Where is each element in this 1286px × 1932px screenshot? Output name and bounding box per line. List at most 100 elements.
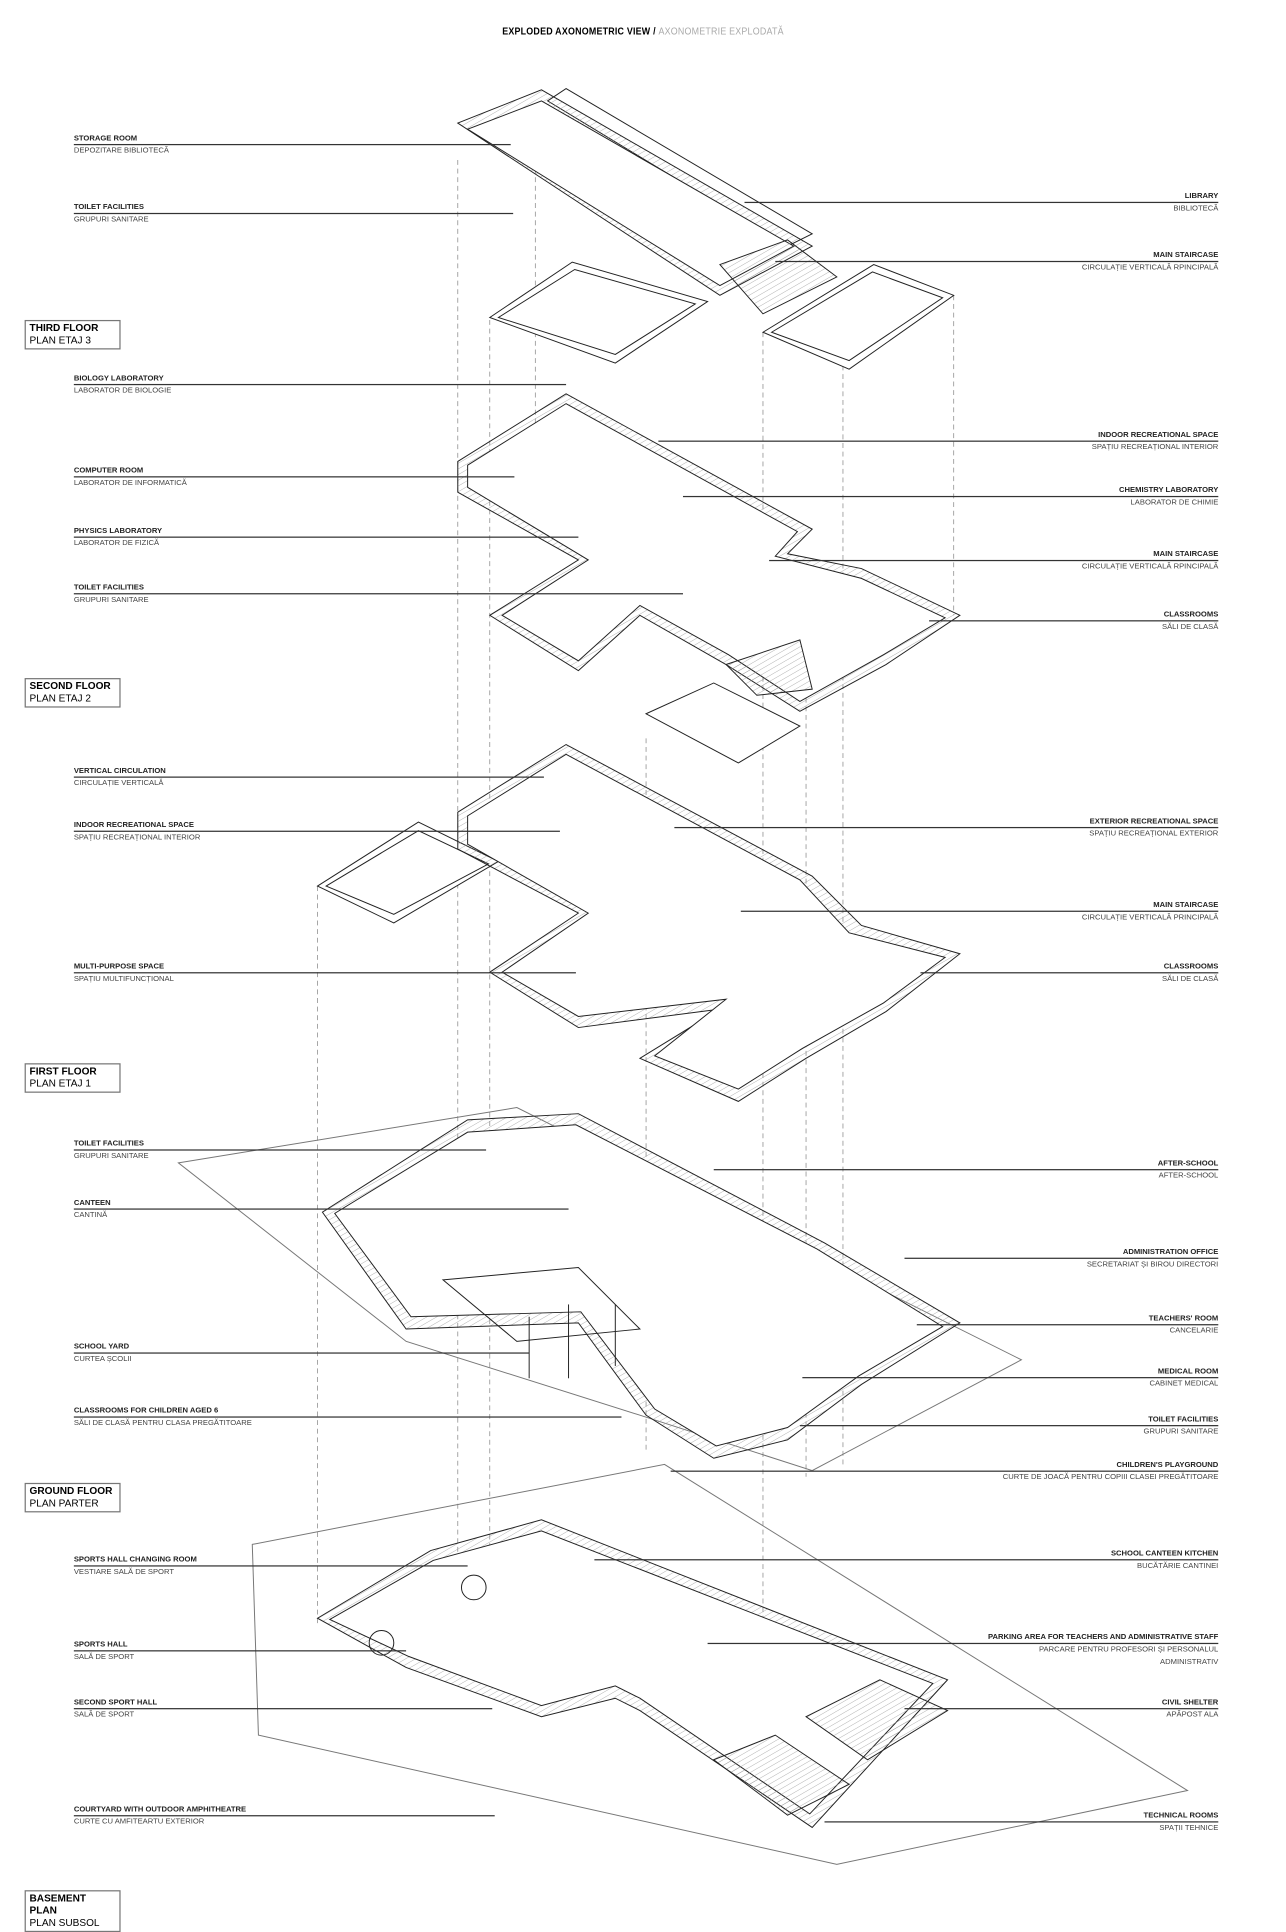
room-name-english: AFTER-SCHOOL: [1157, 1159, 1219, 1168]
leader-line: [802, 1377, 1219, 1379]
room-name-english: CIVIL SHELTER: [1161, 1698, 1219, 1707]
leader-line: [713, 1169, 1219, 1171]
leader-line: [740, 910, 1219, 912]
floor-name: GROUND FLOOR: [29, 1485, 113, 1497]
leader-line: [920, 972, 1219, 974]
title-english: EXPLODED AXONOMETRIC VIEW /: [502, 24, 656, 37]
ground-floor-drawing: [177, 1107, 1023, 1472]
room-name-romanian: SĂLI DE CLASĂ PENTRU CLASA PREGĂTITOARE: [73, 1418, 252, 1428]
room-name-english: CHEMISTRY LABORATORY: [1119, 486, 1219, 495]
room-name-english: TEACHERS' ROOM: [1148, 1314, 1219, 1323]
second-floor-drawing: [457, 393, 961, 764]
floor-plan-name: PLAN ETAJ 2: [29, 692, 91, 704]
leader-line: [73, 1352, 530, 1354]
leader-line: [73, 476, 515, 478]
room-label: TOILET FACILITIES GRUPURI SANITARE: [74, 1138, 149, 1163]
room-name-english: SCHOOL CANTEEN KITCHEN: [1110, 1549, 1219, 1558]
room-label: MAIN STAIRCASE CIRCULAȚIE VERTICALĂ RPINC…: [1082, 549, 1218, 574]
leader-line: [674, 826, 1219, 829]
leader-line: [658, 440, 1219, 442]
room-label: SPORTS HALL SALĂ DE SPORT: [74, 1639, 134, 1664]
room-name-romanian: SPAȚIU RECREAȚIONAL INTERIOR: [73, 833, 201, 842]
room-name-romanian: LABORATOR DE BIOLOGIE: [73, 386, 172, 396]
floor-plan-name: PLAN ETAJ 3: [29, 334, 91, 346]
third-floor-drawing: [456, 88, 955, 370]
room-name-english: MAIN STAIRCASE: [1153, 251, 1219, 260]
room-name-english: TOILET FACILITIES: [73, 203, 144, 212]
floor-plan-name: PLAN PARTER: [29, 1497, 99, 1509]
room-name-romanian: SĂLI DE CLASĂ: [1161, 622, 1219, 632]
diagram-title: EXPLODED AXONOMETRIC VIEW / AXONOMETRIE …: [96, 25, 1189, 37]
room-label: BIOLOGY LABORATORY LABORATOR DE BIOLOGIE: [74, 373, 171, 398]
room-name-english: CLASSROOMS: [1163, 610, 1219, 619]
room-name-english: LIBRARY: [1184, 191, 1219, 201]
room-name-romanian: CIRCULAȚIE VERTICALĂ RPINCIPALĂ: [1081, 562, 1219, 571]
room-name-english: MAIN STAIRCASE: [1153, 550, 1219, 559]
leader-line: [73, 1416, 622, 1418]
room-name-english: CHILDREN'S PLAYGROUND: [1116, 1460, 1219, 1470]
leader-line: [670, 1470, 1219, 1472]
room-label: CHEMISTRY LABORATORY LABORATOR DE CHIMIE: [1119, 485, 1218, 510]
room-name-english: TECHNICAL ROOMS: [1143, 1811, 1219, 1821]
room-name-romanian: SPAȚII TEHNICE: [1159, 1823, 1219, 1833]
leader-line: [904, 1708, 1219, 1710]
room-name-romanian: CIRCULAȚIE VERTICALĂ PRINCIPALĂ: [1081, 913, 1219, 922]
leader-line: [594, 1559, 1219, 1561]
room-name-romanian: SALĂ DE SPORT: [73, 1652, 135, 1662]
room-name-english: CLASSROOMS: [1163, 962, 1219, 971]
room-name-english: TOILET FACILITIES: [73, 1139, 144, 1149]
leader-line: [73, 776, 544, 778]
room-name-romanian: CURTEA ȘCOLII: [73, 1354, 132, 1364]
floor-name: THIRD FLOOR: [29, 322, 99, 334]
room-name-romanian: GRUPURI SANITARE: [73, 1151, 149, 1161]
room-name-english: PARKING AREA FOR TEACHERS AND ADMINISTRA…: [988, 1633, 1219, 1642]
room-name-romanian: SPAȚIU RECREAȚIONAL INTERIOR: [1091, 443, 1219, 452]
room-name-english: SPORTS HALL: [73, 1640, 128, 1650]
leader-line: [916, 1324, 1219, 1326]
room-name-romanian: LABORATOR DE FIZICĂ: [73, 539, 160, 548]
floor-name: FIRST FLOOR: [29, 1065, 97, 1077]
room-name-romanian: CABINET MEDICAL: [1149, 1379, 1219, 1389]
room-name-romanian: CIRCULAȚIE VERTICALĂ RPINCIPALĂ: [1081, 263, 1219, 272]
room-name-english: INDOOR RECREATIONAL SPACE: [1098, 430, 1219, 440]
room-name-english: BIOLOGY LABORATORY: [73, 374, 164, 383]
room-name-romanian: BIBLIOTECĂ: [1173, 204, 1219, 213]
floor-name: SECOND FLOOR: [29, 680, 111, 692]
room-name-romanian: LABORATOR DE CHIMIE: [1130, 498, 1219, 508]
room-label: TOILET FACILITIES GRUPURI SANITARE: [1144, 1414, 1219, 1439]
leader-line: [775, 260, 1219, 263]
leader-line: [73, 593, 683, 595]
leader-line: [73, 143, 511, 146]
room-name-english: MAIN STAIRCASE: [1153, 900, 1219, 910]
room-name-romanian: GRUPURI SANITARE: [1143, 1427, 1219, 1437]
basement-drawing: [251, 1463, 1189, 1865]
room-name-english: ADMINISTRATION OFFICE: [1122, 1247, 1219, 1257]
title-romanian: AXONOMETRIE EXPLODATĂ: [658, 24, 784, 37]
room-label: INDOOR RECREATIONAL SPACE SPAȚIU RECREAȚI…: [1092, 429, 1219, 454]
leader-line: [799, 1425, 1219, 1427]
room-name-english: TOILET FACILITIES: [1148, 1415, 1219, 1424]
leader-line: [73, 1149, 487, 1151]
leader-line: [904, 1257, 1219, 1259]
leader-line: [73, 212, 514, 215]
leader-line: [707, 1642, 1219, 1645]
room-name-romanian: SĂLI DE CLASĂ: [1161, 974, 1219, 984]
